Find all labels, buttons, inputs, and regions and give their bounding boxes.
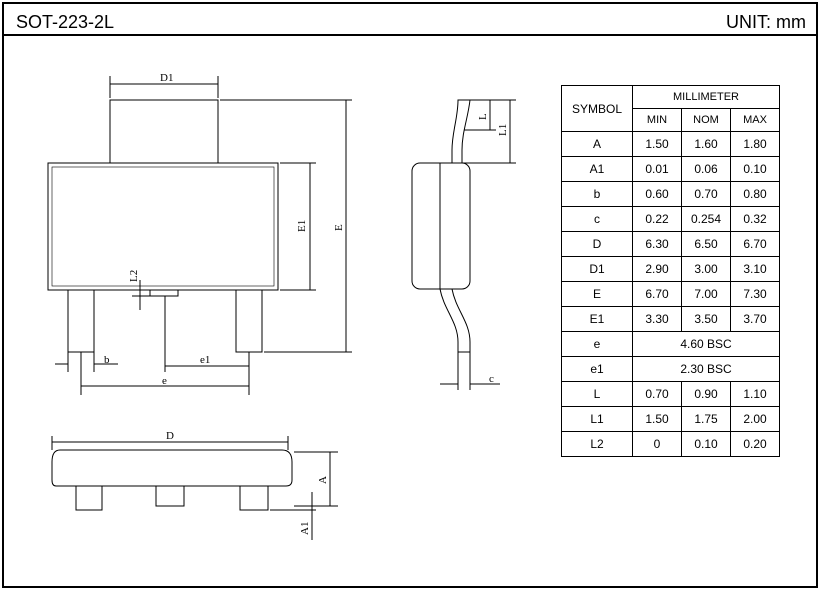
symbol-cell: L [561, 381, 633, 407]
min-cell: 1.50 [632, 406, 682, 432]
nom-cell: 0.06 [681, 156, 731, 182]
symbol-cell: c [561, 206, 633, 232]
max-cell: 1.10 [730, 381, 780, 407]
nom-cell: 0.10 [681, 431, 731, 457]
min-cell: 0.01 [632, 156, 682, 182]
nom-cell: 0.90 [681, 381, 731, 407]
label-L1: L1 [497, 124, 509, 136]
max-cell: 6.70 [730, 231, 780, 257]
max-cell: 0.32 [730, 206, 780, 232]
top-body [47, 162, 279, 291]
front-left-lead [75, 485, 103, 511]
max-cell: 2.00 [730, 406, 780, 432]
nom-cell: 7.00 [681, 281, 731, 307]
label-D1: D1 [160, 72, 173, 84]
label-e1: e1 [200, 354, 210, 366]
max-cell: 1.80 [730, 131, 780, 157]
front-body [51, 449, 293, 487]
label-L2: L2 [128, 270, 140, 282]
min-cell: 0.60 [632, 181, 682, 207]
millimeter-header: MILLIMETER [632, 85, 780, 109]
label-E1: E1 [296, 220, 308, 232]
nom-cell: 6.50 [681, 231, 731, 257]
label-L: L [477, 113, 489, 120]
title-bar: SOT-223-2L UNIT: mm [2, 2, 818, 36]
label-e: e [162, 375, 167, 387]
symbol-cell: A1 [561, 156, 633, 182]
min-cell: 0 [632, 431, 682, 457]
min-cell: 0.70 [632, 381, 682, 407]
min-cell: 0.22 [632, 206, 682, 232]
symbol-cell: e [561, 331, 633, 357]
top-tab [109, 99, 219, 164]
nom-cell: 1.75 [681, 406, 731, 432]
min-cell: 3.30 [632, 306, 682, 332]
left-lead [67, 289, 95, 353]
min-cell: 1.50 [632, 131, 682, 157]
unit-label: UNIT: mm [726, 12, 806, 32]
min-cell: 2.90 [632, 256, 682, 282]
bsc-cell: 2.30 BSC [632, 356, 780, 382]
max-cell: 0.10 [730, 156, 780, 182]
nom-cell: 1.60 [681, 131, 731, 157]
min-cell: 6.30 [632, 231, 682, 257]
max-cell: 0.80 [730, 181, 780, 207]
max-cell: 0.20 [730, 431, 780, 457]
max-cell: 3.10 [730, 256, 780, 282]
max-header: MAX [730, 108, 780, 132]
front-right-lead [239, 485, 269, 511]
symbol-cell: e1 [561, 356, 633, 382]
symbol-cell: E1 [561, 306, 633, 332]
nom-cell: 0.254 [681, 206, 731, 232]
symbol-cell: L2 [561, 431, 633, 457]
symbol-cell: E [561, 281, 633, 307]
min-header: MIN [632, 108, 682, 132]
symbol-cell: L1 [561, 406, 633, 432]
center-stub [149, 289, 179, 297]
front-center-lead [155, 485, 185, 507]
label-c: c [489, 373, 494, 385]
max-cell: 3.70 [730, 306, 780, 332]
side-body [411, 162, 471, 290]
nom-cell: 3.00 [681, 256, 731, 282]
package-title: SOT-223-2L [16, 12, 115, 32]
side-bottom-lead [439, 288, 471, 353]
bsc-cell: 4.60 BSC [632, 331, 780, 357]
nom-cell: 3.50 [681, 306, 731, 332]
nom-header: NOM [681, 108, 731, 132]
max-cell: 7.30 [730, 281, 780, 307]
symbol-header: SYMBOL [561, 85, 633, 132]
label-b: b [104, 354, 110, 366]
symbol-cell: b [561, 181, 633, 207]
symbol-cell: A [561, 131, 633, 157]
min-cell: 6.70 [632, 281, 682, 307]
label-E: E [333, 224, 345, 231]
label-A1: A1 [299, 522, 311, 535]
label-A: A [317, 476, 329, 484]
side-top-lead [451, 99, 471, 164]
symbol-cell: D [561, 231, 633, 257]
right-lead [235, 289, 263, 353]
nom-cell: 0.70 [681, 181, 731, 207]
symbol-cell: D1 [561, 256, 633, 282]
label-D: D [166, 430, 174, 442]
